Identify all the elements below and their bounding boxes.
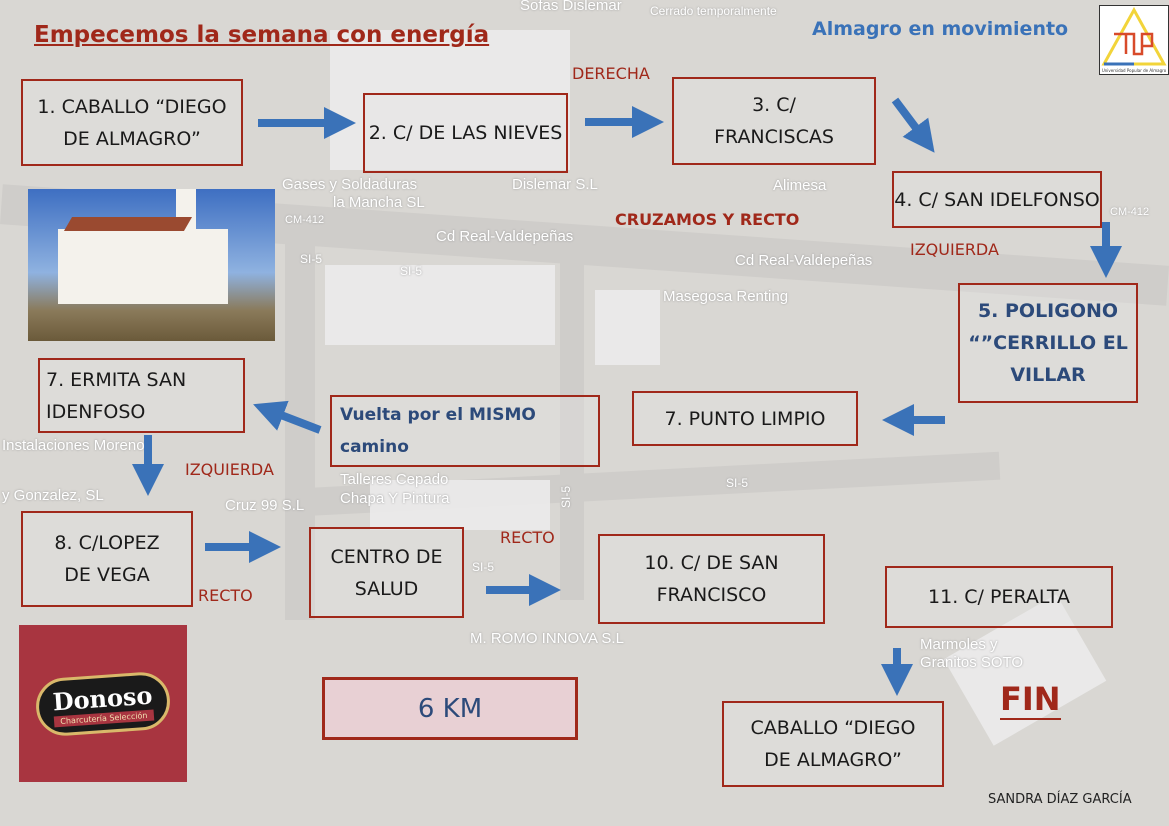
map-label: Instalaciones Moreno bbox=[2, 437, 145, 454]
map-label: Marmoles y bbox=[920, 636, 998, 653]
map-building bbox=[325, 265, 555, 345]
arrow-icon bbox=[253, 400, 322, 434]
map-label: Dislemar S.L bbox=[512, 176, 598, 193]
map-label: Cd Real-Valdepeñas bbox=[436, 228, 574, 245]
map-label: SI-5 bbox=[300, 252, 323, 266]
map-label: y Gonzalez, SL bbox=[2, 487, 104, 504]
map-label: SI-5 bbox=[400, 264, 423, 278]
subtitle: Almagro en movimiento bbox=[812, 18, 1069, 40]
map-label: SI-5 bbox=[726, 476, 749, 490]
map-label: SI-5 bbox=[472, 560, 495, 574]
page-title: Empecemos la semana con energía bbox=[34, 22, 490, 48]
map-label: Gases y Soldaduras bbox=[282, 176, 418, 193]
church-photo bbox=[28, 189, 275, 341]
step-1-box: 1. CABALLO “DIEGO DE ALMAGRO” bbox=[21, 79, 243, 166]
map-label: Talleres Cepado bbox=[340, 471, 449, 488]
return-note-box: Vuelta por el MISMO camino bbox=[330, 395, 600, 467]
distance-badge: 6 KM bbox=[322, 677, 578, 740]
map-building bbox=[595, 290, 660, 365]
direction-label: RECTO bbox=[198, 586, 253, 605]
direction-label: DERECHA bbox=[572, 64, 650, 83]
arrow-icon bbox=[891, 97, 935, 153]
step-7-punto-limpio-box: 7. PUNTO LIMPIO bbox=[632, 391, 858, 446]
step-9-box: CENTRO DE SALUD bbox=[309, 527, 464, 618]
map-label: Cerrado temporalmente bbox=[650, 4, 777, 18]
map-label: Sofas Dislemar bbox=[520, 0, 622, 14]
map-road bbox=[560, 260, 584, 600]
map-label: Masegosa Renting bbox=[663, 288, 789, 305]
map-label: CM-412 bbox=[1110, 206, 1150, 218]
author-credit: SANDRA DÍAZ GARCÍA bbox=[988, 792, 1132, 807]
direction-label: IZQUIERDA bbox=[185, 460, 274, 479]
map-label: Chapa Y Pintura bbox=[340, 490, 450, 507]
map-label: CM-412 bbox=[285, 214, 325, 226]
direction-label: RECTO bbox=[500, 528, 555, 547]
map-building bbox=[330, 30, 570, 170]
map-label: Granitos SOTO bbox=[920, 654, 1024, 671]
upa-logo: Universidad Popular de Almagro bbox=[1099, 5, 1169, 75]
direction-label: CRUZAMOS Y RECTO bbox=[615, 210, 800, 229]
direction-label: IZQUIERDA bbox=[910, 240, 999, 259]
map-label: Cd Real-Valdepeñas bbox=[735, 252, 873, 269]
triangle-logo-icon: Universidad Popular de Almagro bbox=[1101, 6, 1167, 73]
step-4-box: 4. C/ SAN IDELFONSO bbox=[892, 171, 1102, 228]
map-label: Alimesa bbox=[773, 177, 827, 194]
step-7-ermita-box: 7. ERMITA SAN IDENFOSO bbox=[38, 358, 245, 433]
step-8-box: 8. C/LOPEZ DE VEGA bbox=[21, 511, 193, 607]
step-11-box: 11. C/ PERALTA bbox=[885, 566, 1113, 628]
donoso-logo: Donoso Charcutería Selección bbox=[19, 625, 187, 782]
final-step-box: CABALLO “DIEGO DE ALMAGRO” bbox=[722, 701, 944, 787]
step-2-box: 2. C/ DE LAS NIEVES bbox=[363, 93, 568, 173]
svg-text:Universidad Popular de Almagro: Universidad Popular de Almagro bbox=[1102, 68, 1167, 73]
map-label: M. ROMO INNOVA S.L bbox=[470, 630, 624, 647]
step-3-box: 3. C/ FRANCISCAS bbox=[672, 77, 876, 165]
map-building bbox=[370, 480, 550, 530]
map-label: la Mancha SL bbox=[333, 194, 425, 211]
map-label: Cruz 99 S.L bbox=[225, 497, 305, 514]
fin-label: FIN bbox=[1000, 680, 1061, 720]
step-10-box: 10. C/ DE SAN FRANCISCO bbox=[598, 534, 825, 624]
step-5-box: 5. POLIGONO “”CERRILLO EL VILLAR bbox=[958, 283, 1138, 403]
